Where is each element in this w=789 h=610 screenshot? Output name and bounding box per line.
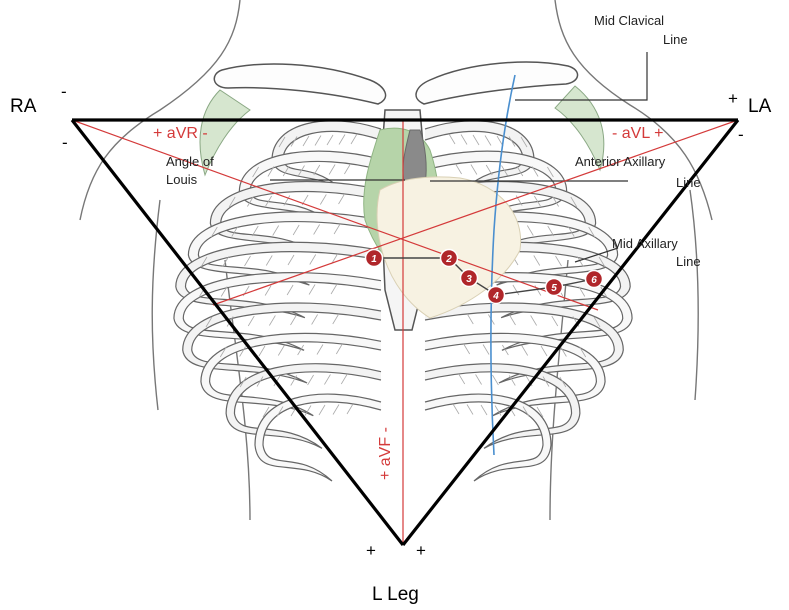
- rib-hatch: [556, 256, 562, 266]
- anterior-axillary-label-line1: Anterior Axillary: [575, 154, 666, 169]
- la-polarity-bottom: -: [738, 125, 744, 144]
- rib-hatch: [287, 285, 293, 295]
- rib-hatch: [461, 135, 467, 145]
- rib-hatch: [273, 226, 279, 236]
- rib: [226, 364, 381, 449]
- rib-hatch: [339, 194, 345, 204]
- rib-hatch: [449, 134, 455, 144]
- rib-hatch: [278, 346, 284, 356]
- rib-hatch: [339, 135, 345, 145]
- rib-hatch: [467, 314, 473, 324]
- rib-hatch: [483, 345, 489, 355]
- mid-clavical-label-line2: Line: [663, 32, 688, 47]
- electrode-v2: 2: [441, 250, 458, 267]
- rib-hatch: [534, 256, 540, 266]
- avl-label: - aVL +: [612, 125, 663, 142]
- rib-hatch: [459, 374, 465, 384]
- rib-hatch: [513, 285, 519, 295]
- rib-hatch: [288, 255, 294, 265]
- angle-of-louis-label-line2: Louis: [166, 172, 198, 187]
- electrode-v6: 6: [586, 271, 603, 288]
- anterior-axillary-label-line2: Line: [676, 175, 701, 190]
- rib-hatch: [467, 405, 473, 415]
- lead-ii-side: [72, 120, 403, 545]
- ra-polarity-bottom: -: [62, 133, 68, 152]
- leg-polarity-left: +: [366, 541, 376, 560]
- rib-hatch: [319, 405, 325, 415]
- electrode-v4-label: 4: [492, 291, 499, 302]
- rib-hatch: [481, 405, 487, 415]
- rib-hatch: [473, 135, 479, 145]
- rib-hatch: [331, 284, 337, 294]
- rib-hatch: [269, 316, 275, 326]
- mid-axillary-label-line1: Mid Axillary: [612, 236, 678, 251]
- ra-polarity-top: -: [61, 82, 67, 101]
- rib-hatch: [552, 316, 558, 326]
- rib-hatch: [476, 375, 482, 385]
- rib-hatch: [317, 345, 323, 355]
- ra-label: RA: [10, 96, 37, 117]
- rib-hatch: [510, 315, 516, 325]
- rib-hatch: [310, 255, 316, 265]
- rib-hatch: [333, 314, 339, 324]
- rib-hatch: [329, 165, 335, 175]
- electrode-v4: 4: [488, 287, 505, 304]
- rib-hatch: [344, 164, 350, 174]
- rib-hatch: [336, 344, 342, 354]
- rib-hatch: [248, 316, 254, 326]
- rib-hatch: [303, 136, 309, 146]
- rib-hatch: [266, 256, 272, 266]
- rib-hatch: [314, 225, 320, 235]
- rib-hatch: [492, 375, 498, 385]
- electrode-v1: 1: [366, 250, 383, 267]
- angle-of-louis-label-line1: Angle of: [166, 154, 214, 169]
- electrode-v3-label: 3: [466, 274, 472, 285]
- rib-hatch: [320, 195, 326, 205]
- rib-hatch: [334, 224, 340, 234]
- rib-hatch: [351, 134, 357, 144]
- la-label: LA: [748, 96, 772, 117]
- rib-hatch: [312, 315, 318, 325]
- rib-hatch: [527, 226, 533, 236]
- rib-hatch: [341, 374, 347, 384]
- electrode-v1-label: 1: [371, 254, 377, 265]
- rib-hatch: [308, 375, 314, 385]
- l-leg-label: L Leg: [372, 584, 419, 605]
- electrode-v2-label: 2: [445, 254, 452, 265]
- rib-hatch: [333, 405, 339, 415]
- avf-label: + aVF -: [377, 427, 394, 480]
- rib-hatch: [324, 375, 330, 385]
- rib-hatch: [244, 256, 250, 266]
- electrode-v5: 5: [546, 279, 563, 296]
- mid-clavical-label-line1: Mid Clavical: [594, 13, 664, 28]
- rib-hatch: [464, 344, 470, 354]
- electrode-v5-label: 5: [551, 283, 557, 294]
- rib-hatch: [265, 286, 271, 296]
- rib-hatch: [315, 136, 321, 146]
- mid-axillary-label-line2: Line: [676, 254, 701, 269]
- rib-hatch: [456, 164, 462, 174]
- clavicles: [214, 62, 577, 104]
- rib-hatch: [471, 165, 477, 175]
- rib-hatch: [347, 404, 353, 414]
- leg-polarity-right: +: [416, 541, 426, 560]
- rib-hatch: [541, 346, 547, 356]
- rib-hatch: [259, 346, 265, 356]
- rib-hatch: [531, 316, 537, 326]
- rib-hatch: [522, 346, 528, 356]
- rib-hatch: [290, 315, 296, 325]
- rib-hatch: [485, 136, 491, 146]
- electrode-v6-label: 6: [591, 275, 597, 286]
- avr-label: + aVR -: [153, 125, 208, 142]
- electrode-v3: 3: [461, 270, 478, 287]
- rib-hatch: [309, 285, 315, 295]
- la-polarity-top: +: [728, 89, 738, 108]
- rib-hatch: [327, 135, 333, 145]
- rib-hatch: [293, 225, 299, 235]
- rib-hatch: [453, 404, 459, 414]
